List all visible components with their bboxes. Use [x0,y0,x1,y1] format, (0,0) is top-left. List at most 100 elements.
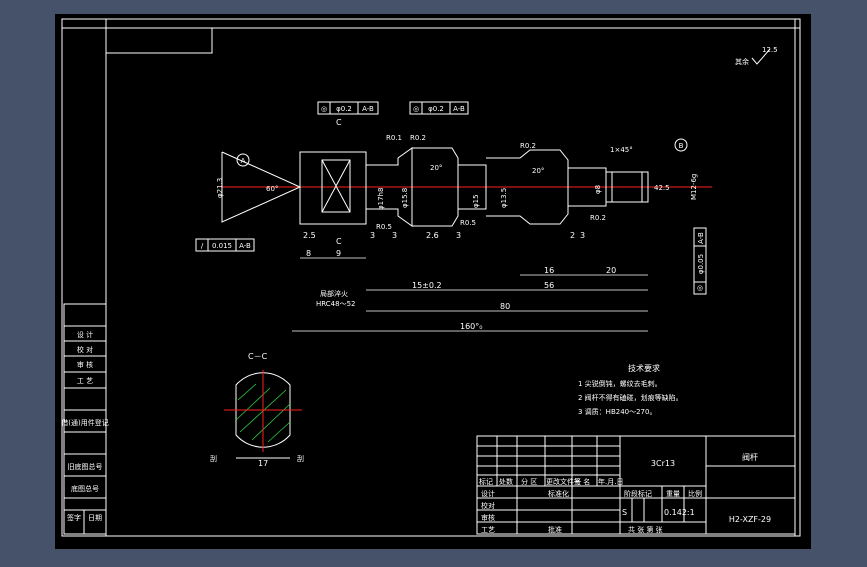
tb-row-doc: 更改文件号 [546,477,581,486]
tol-right-value: φ0.05 [697,254,705,274]
dim-l-3c: 3 [456,231,461,240]
hardening-note-1: 局部淬火 [320,289,348,298]
tol-mid-symbol: ◎ [413,105,419,113]
section-mark-right: 刮 [297,454,304,463]
dim-r-2: R0.2 [410,134,426,142]
tech-req-2: 2 阀杆不得有磕碰，划痕等缺陷。 [578,393,683,402]
side-label-design: 设 计 [77,330,93,339]
tb-stage-label: 阶段标记 [624,489,652,498]
dim-d-1: φ15.8 [401,188,409,208]
side-label-check: 校 对 [77,345,93,354]
tech-req-1: 1 尖锐倒钝，螺纹去毛刺。 [578,379,662,388]
section-width-dim: 17 [258,459,268,468]
dim-d-2: φ15 [472,194,480,208]
dim-l-25: 2.5 [303,231,316,240]
chamfer-note: 1×45° [610,146,633,154]
tol-mid-value: φ0.2 [428,105,444,113]
dim-l-56: 56 [544,281,554,290]
dim-r-1: R0.1 [386,134,402,142]
dim-r-4: R0.2 [520,142,536,150]
tb-row-date: 年.月.日 [598,477,623,486]
side-label-old-base: 旧底图总号 [68,462,103,471]
tb-row-sign: 签 名 [574,477,590,486]
tol-left-datum: A-B [362,105,374,113]
tb-row-count: 处数 [499,477,513,486]
material: 3Cr13 [651,459,675,468]
tol-left-symbol: ◎ [321,105,327,113]
side-label-sign: 签字 [67,513,81,522]
corner-roughness: 其余 12.5 [735,46,778,66]
tol-runout-symbol: / [201,242,204,250]
tb-row-mark: 标记 [479,477,493,486]
section-view-label: C－C [248,352,268,361]
roughness-corner-value: 12.5 [762,46,778,54]
datum-b: B [674,138,688,152]
datum-b-label: B [679,142,684,150]
tol-left-value: φ0.2 [336,105,352,113]
side-label-process: 工 艺 [77,377,93,385]
dim-r-5: R0.5 [460,219,476,227]
tb-weight-label: 重量 [666,490,680,498]
roughness-corner-label: 其余 [735,57,749,66]
dim-l-26: 2.6 [426,231,439,240]
dim-l-3d: 3 [580,231,585,240]
tol-right-symbol: ◎ [697,284,703,292]
stage-mark: S [622,508,627,517]
dim-d-3: φ13.5 [500,188,508,208]
hardening-note-2: HRC48～52 [316,300,355,308]
side-table: 设 计 校 对 审 核 工 艺 借(通)用件登记 旧底图总号 底图总号 签字 日… [61,303,109,535]
drawing-number: H2-XZF-29 [729,515,771,524]
dim-l-9: 9 [336,249,341,258]
section-mark-top: C [336,118,342,127]
tol-runout-value: 0.015 [212,242,232,250]
dim-l-20: 20 [606,266,616,275]
tb-sheets: 共 张 第 张 [628,525,663,534]
side-label-borrowed: 借(通)用件登记 [61,418,108,427]
dim-d-5: φ8 [594,185,602,194]
tb-review: 审核 [481,513,495,522]
dim-l-3a: 3 [370,231,375,240]
tolerance-frame-mid: ◎ φ0.2 A-B [409,101,469,115]
tb-process: 工艺 [481,526,495,534]
tolerance-frame-left: ◎ φ0.2 A-B [317,101,379,115]
title-block [476,435,796,535]
side-label-base: 底图总号 [71,484,99,493]
tb-scale-label: 比例 [688,489,702,498]
dim-l-8: 8 [306,249,311,258]
scale-value: 0.142:1 [664,508,695,517]
side-label-review: 审 核 [77,360,93,369]
dim-l-3b: 3 [392,231,397,240]
tb-row-zone: 分 区 [521,477,537,486]
section-view: C－C 17 刮 刮 [210,352,304,468]
dim-l-80: 80 [500,302,510,311]
cone-angle-right: 42.5 [654,184,670,192]
tech-req-3: 3 调质：HB240～270。 [578,407,656,416]
tb-approve: 批准 [548,525,562,534]
thread-note: M12-6g [690,174,698,200]
section-mark-bottom: C [336,237,342,246]
dimension-lines [292,257,648,332]
tol-mid-datum: A-B [453,105,465,113]
angle-20a: 20° [430,164,442,172]
tb-std: 标准化 [548,489,569,498]
tb-design: 设计 [481,489,495,498]
dim-l-2: 2 [570,231,575,240]
dim-d-left: φ21.3 [216,178,224,198]
dim-r-6: R0.2 [590,214,606,222]
datum-a: A [236,153,250,167]
shaft-profile [221,147,649,227]
sheet-border [61,18,801,537]
dim-l-15: 15±0.2 [412,281,442,290]
dim-l-total: 160°₀ [460,322,482,331]
section-mark-left: 刮 [210,454,217,463]
dim-l-16: 16 [544,266,554,275]
tol-right-datum: A-B [697,232,705,244]
dim-r-3: R0.5 [376,223,392,231]
part-name: 阀杆 [742,452,758,462]
tech-req-title: 技术要求 [628,363,660,373]
tol-runout-datum: A-B [239,242,251,250]
tolerance-frame-right: ◎ φ0.05 A-B [693,227,707,295]
dim-d-collar: φ17h8 [377,188,385,210]
